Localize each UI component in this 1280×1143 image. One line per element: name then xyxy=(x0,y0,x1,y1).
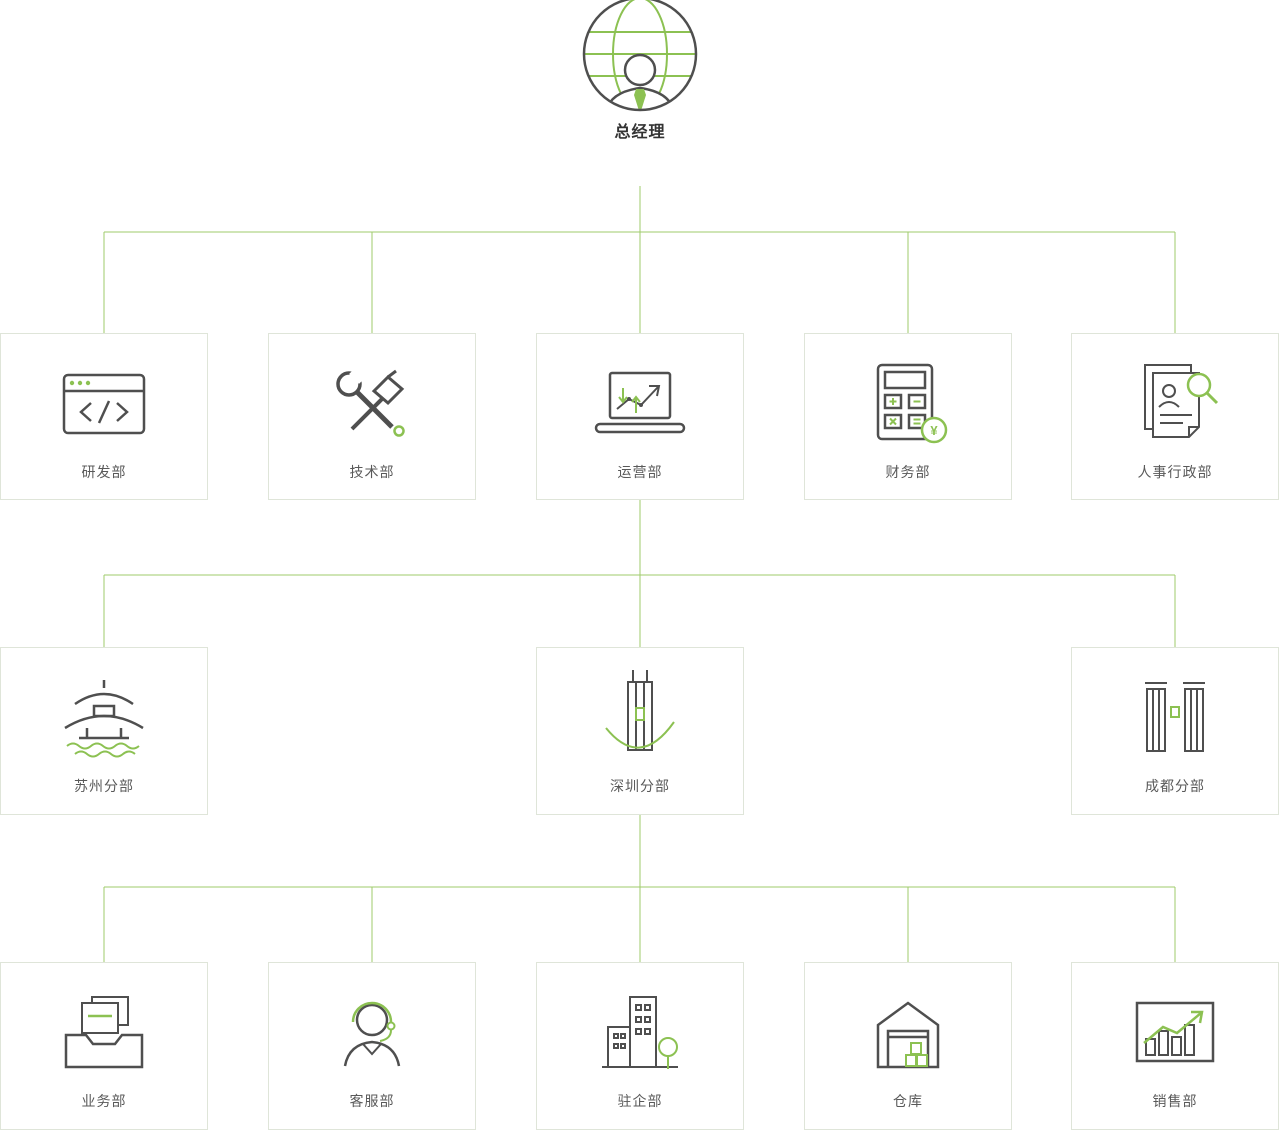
node-suzhou-branch[interactable]: 苏州分部 xyxy=(0,647,208,815)
node-chengdu-branch[interactable]: 成都分部 xyxy=(1071,647,1279,815)
tools-icon xyxy=(326,358,418,450)
tower-icon xyxy=(600,670,680,764)
pagoda-icon xyxy=(49,672,159,764)
node-resident-enterprise-dept[interactable]: 驻企部 xyxy=(536,962,744,1130)
hr-search-icon xyxy=(1129,358,1221,450)
node-sales-dept[interactable]: 销售部 xyxy=(1071,962,1279,1130)
node-label: 成都分部 xyxy=(1145,778,1205,794)
node-business-dept[interactable]: 业务部 xyxy=(0,962,208,1130)
node-label: 苏州分部 xyxy=(74,778,134,794)
inbox-documents-icon xyxy=(56,987,152,1079)
buildings-tree-icon xyxy=(594,987,686,1079)
node-label: 客服部 xyxy=(349,1093,395,1109)
node-label: 技术部 xyxy=(349,464,395,480)
warehouse-icon xyxy=(866,987,950,1079)
node-label: 深圳分部 xyxy=(610,778,670,794)
node-tech-dept[interactable]: 技术部 xyxy=(268,333,476,500)
node-customer-service-dept[interactable]: 客服部 xyxy=(268,962,476,1130)
node-hr-admin-dept[interactable]: 人事行政部 xyxy=(1071,333,1279,500)
node-research-dev-dept[interactable]: 研发部 xyxy=(0,333,208,500)
node-finance-dept[interactable]: ¥ 财务部 xyxy=(804,333,1012,500)
node-label: 人事行政部 xyxy=(1137,464,1213,480)
node-warehouse[interactable]: 仓库 xyxy=(804,962,1012,1130)
root-node-general-manager[interactable]: 总经理 xyxy=(560,0,720,142)
node-label: 销售部 xyxy=(1152,1093,1198,1109)
globe-manager-icon xyxy=(560,0,720,112)
laptop-chart-icon xyxy=(590,358,690,450)
node-label: 运营部 xyxy=(617,464,663,480)
node-operations-dept[interactable]: 运营部 xyxy=(536,333,744,500)
node-label: 财务部 xyxy=(885,464,931,480)
twin-buildings-icon xyxy=(1136,672,1214,764)
svg-text:¥: ¥ xyxy=(930,423,938,438)
calculator-icon: ¥ xyxy=(868,358,948,450)
support-agent-icon xyxy=(327,987,417,1079)
node-shenzhen-branch[interactable]: 深圳分部 xyxy=(536,647,744,815)
node-label: 业务部 xyxy=(81,1093,127,1109)
sales-chart-icon xyxy=(1129,987,1221,1079)
code-window-icon xyxy=(59,358,149,450)
node-label: 仓库 xyxy=(893,1093,923,1109)
node-label: 驻企部 xyxy=(617,1093,663,1109)
root-label: 总经理 xyxy=(614,124,666,141)
node-label: 研发部 xyxy=(81,464,127,480)
